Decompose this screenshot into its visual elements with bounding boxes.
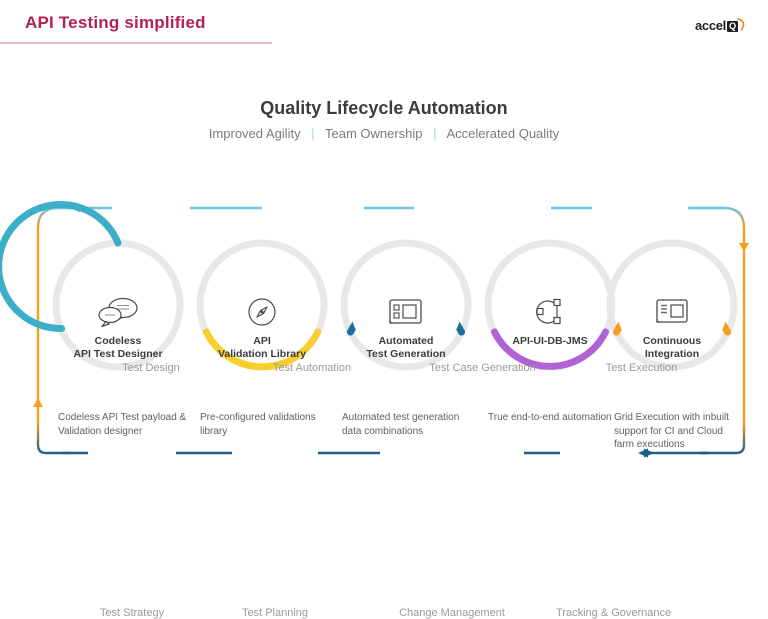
phase-label-bottom-0: Test Strategy: [99, 607, 165, 619]
subtitle-part-2: Accelerated Quality: [446, 126, 560, 141]
node-title-3: API-UI-DB-JMS: [482, 335, 618, 348]
node-title-0: Codeless API Test Designer: [50, 335, 186, 361]
page-title: API Testing simplified: [25, 13, 206, 32]
accelq-logo: accel Q: [695, 18, 746, 33]
phase-label-bottom-3: Tracking & Governance: [556, 607, 672, 619]
phase-label-top-3: Test Execution: [605, 362, 678, 374]
logo-wordmark: accel: [694, 18, 726, 33]
node-title-4: Continuous Integration: [604, 335, 740, 361]
window-panel-icon: [604, 295, 740, 329]
node-description-0: Codeless API Test payload & Validation d…: [58, 412, 187, 437]
network-nodes-icon: [482, 295, 618, 329]
page-header: API Testing simplified accel Q: [0, 0, 768, 48]
diagram-subtitle: Improved Agility | Team Ownership | Acce…: [0, 126, 768, 141]
node-title-line2-1: Validation Library: [217, 348, 307, 360]
subtitle-separator-1: |: [433, 126, 437, 141]
node-description-4: Grid Execution with inbuilt support for …: [614, 412, 730, 450]
phase-label-top-0: Test Design: [122, 362, 180, 374]
node-title-1: API Validation Library: [194, 335, 330, 361]
phase-label-bottom-1: Test Planning: [241, 607, 309, 619]
node-title-line2-0: API Test Designer: [73, 348, 163, 360]
phase-label-top-2: Test Case Generation: [429, 362, 536, 374]
node-title-line1-4: Continuous: [642, 335, 702, 347]
header-underline: [0, 42, 272, 44]
node-title-line1-1: API: [253, 335, 271, 347]
subtitle-separator-0: |: [311, 126, 315, 141]
node-description-2: Automated test generation data combinati…: [342, 412, 460, 437]
compass-icon: [194, 295, 330, 329]
node-title-2: Automated Test Generation: [338, 335, 474, 361]
phase-label-bottom-2: Change Management: [399, 607, 505, 619]
node-title-line1-2: Automated: [378, 335, 434, 347]
subtitle-part-1: Team Ownership: [324, 126, 423, 141]
subtitle-part-0: Improved Agility: [208, 126, 301, 141]
phase-label-top-1: Test Automation: [272, 362, 352, 374]
node-title-line2-4: Integration: [644, 348, 700, 360]
node-description-3: True end-to-end automation: [488, 412, 612, 423]
layout-grid-icon: [338, 295, 474, 329]
node-title-line2-2: Test Generation: [366, 348, 446, 360]
speech-bubbles-icon: [50, 295, 186, 329]
logo-swoosh-icon: [737, 18, 746, 31]
logo-q-mark: Q: [727, 21, 738, 32]
node-title-line1-0: Codeless: [94, 335, 142, 347]
node-title-line1-3: API-UI-DB-JMS: [512, 335, 588, 347]
diagram-title: Quality Lifecycle Automation: [260, 98, 508, 118]
lifecycle-flow-diagram: Test Design Test Automation Test Case Ge…: [0, 170, 768, 619]
node-description-1: Pre-configured validations library: [200, 412, 316, 437]
